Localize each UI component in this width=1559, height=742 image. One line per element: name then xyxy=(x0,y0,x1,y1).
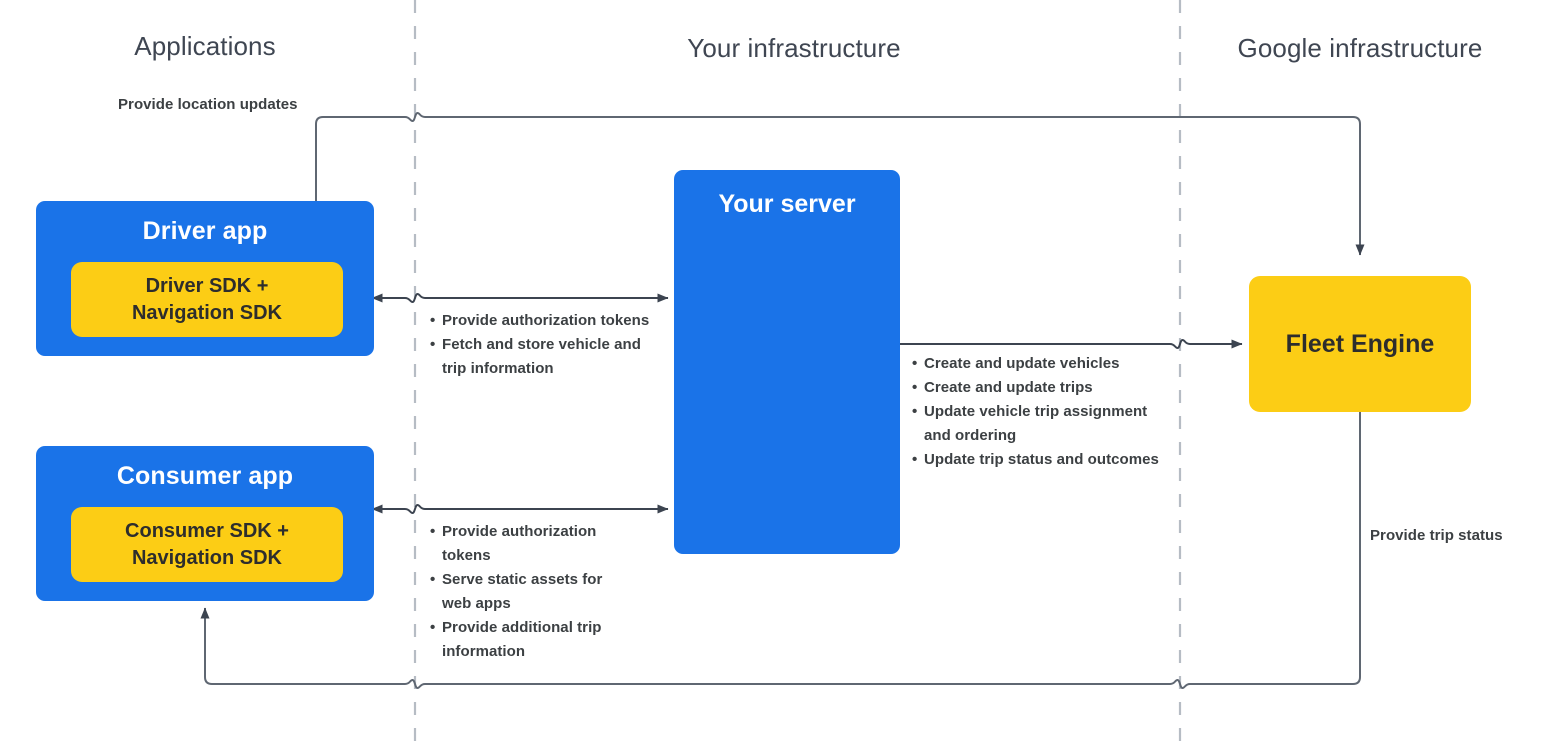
consumer-sdk-label: Consumer SDK + Navigation SDK xyxy=(125,520,289,569)
bullet-item: Create and update vehicles xyxy=(912,352,1162,376)
edge-bullets-driver-server: Provide authorization tokens Fetch and s… xyxy=(430,309,660,381)
driver-app-box[interactable]: Driver app Driver SDK + Navigation SDK xyxy=(36,201,374,356)
your-server-title: Your server xyxy=(718,190,856,218)
column-header-google-infrastructure: Google infrastructure xyxy=(1237,33,1483,63)
bullet-item: Update vehicle trip assignment and order… xyxy=(912,400,1162,448)
your-server-box[interactable]: Your server xyxy=(674,170,900,554)
column-header-your-infrastructure: Your infrastructure xyxy=(687,33,901,63)
bullet-item: Provide authorization tokens xyxy=(430,520,630,568)
bullet-item: Fetch and store vehicle and trip informa… xyxy=(430,333,660,381)
bullet-item: Create and update trips xyxy=(912,376,1162,400)
column-header-applications: Applications xyxy=(134,31,276,61)
edge-bullets-consumer-server: Provide authorization tokens Serve stati… xyxy=(430,520,630,664)
driver-app-title: Driver app xyxy=(142,217,268,245)
driver-sdk-box[interactable]: Driver SDK + Navigation SDK xyxy=(71,262,343,337)
bullet-item: Provide authorization tokens xyxy=(430,309,660,333)
edge-label-provide-location-updates: Provide location updates xyxy=(118,96,298,113)
edge-label-provide-trip-status: Provide trip status xyxy=(1370,527,1503,544)
edge-server-fleet xyxy=(900,338,1243,350)
consumer-app-box[interactable]: Consumer app Consumer SDK + Navigation S… xyxy=(36,446,374,601)
consumer-sdk-box[interactable]: Consumer SDK + Navigation SDK xyxy=(71,507,343,582)
bullet-item: Provide additional trip information xyxy=(430,616,630,664)
bullet-item: Serve static assets for web apps xyxy=(430,568,630,616)
edge-bullets-server-fleet: Create and update vehicles Create and up… xyxy=(912,352,1162,472)
fleet-engine-label: Fleet Engine xyxy=(1285,329,1435,358)
edge-driver-server xyxy=(371,292,669,304)
edge-consumer-server xyxy=(371,503,669,515)
consumer-app-title: Consumer app xyxy=(116,462,294,490)
bullet-item: Update trip status and outcomes xyxy=(912,448,1162,472)
fleet-engine-box[interactable]: Fleet Engine xyxy=(1249,276,1471,412)
driver-sdk-label: Driver SDK + Navigation SDK xyxy=(131,275,283,324)
